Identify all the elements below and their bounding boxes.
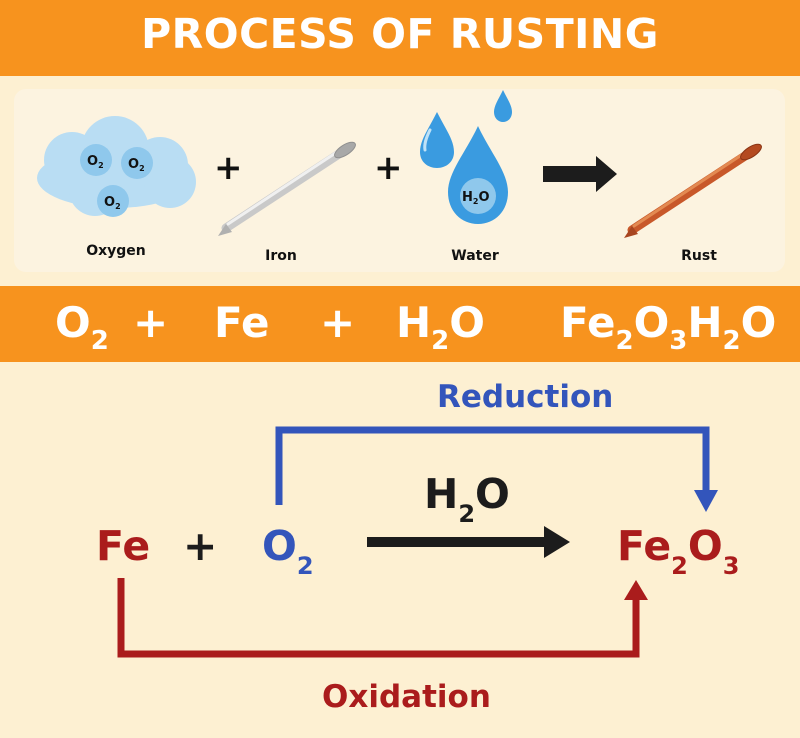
redox-o: O (262, 522, 297, 570)
cloud-o-2: O (128, 157, 139, 172)
equation-product: Fe2O3H2O (560, 298, 776, 356)
nail-icon (218, 141, 356, 236)
oxidation-label: Oxidation (322, 679, 491, 715)
oxidation-path (117, 578, 640, 658)
eq-p-h-sub: 2 (722, 326, 741, 356)
eq-o-sub: 2 (90, 326, 109, 356)
eq-p-o-sub: 3 (669, 326, 688, 356)
equation-iron: Fe (214, 298, 270, 347)
cloud-o-1-sub: 2 (98, 161, 104, 170)
eq-p-h: H (687, 298, 723, 347)
illustration-plus-1: + (214, 148, 243, 188)
cloud-o-1: O (87, 154, 98, 169)
redox-p-o: O (687, 522, 723, 570)
equation-plus-1: + (133, 298, 169, 347)
oxidation-arrowhead (624, 580, 648, 600)
page-title: PROCESS OF RUSTING (141, 10, 659, 58)
eq-p-fe: Fe (560, 298, 616, 347)
redox-reactant-oxygen: O2 (262, 522, 314, 580)
reduction-arrowhead (694, 490, 718, 512)
eq-p-h-o: O (740, 298, 777, 347)
arrow-right-icon (543, 156, 617, 192)
oxygen-molecule-2 (121, 147, 153, 179)
redox-p-fe: Fe (617, 522, 672, 570)
svg-text:H2O: H2O (462, 190, 490, 206)
redox-plus: + (183, 522, 218, 570)
eq-h-o: O (449, 298, 485, 347)
water-molecule (460, 178, 496, 214)
cloud-o-3-sub: 2 (115, 202, 121, 211)
oxygen-molecule-3 (97, 185, 129, 217)
drop-o: O (478, 190, 489, 205)
water-drop-icon (420, 90, 512, 224)
svg-text:O2: O2 (87, 154, 104, 170)
cloud-o-2-sub: 2 (139, 164, 145, 173)
redox-h-sub: 2 (458, 500, 476, 528)
equation-water: H2O (396, 298, 485, 356)
redox-h: H (424, 470, 459, 518)
eq-p-fe-sub: 2 (615, 326, 634, 356)
equation-plus-2: + (320, 298, 356, 347)
reaction-arrow-icon (367, 526, 570, 558)
eq-p-o: O (633, 298, 670, 347)
svg-text:O2: O2 (128, 157, 145, 173)
equation-bar (0, 286, 800, 362)
cloud-icon (37, 116, 196, 217)
label-water: Water (451, 248, 499, 264)
label-oxygen: Oxygen (86, 243, 146, 259)
drop-h-sub: 2 (473, 197, 479, 206)
label-rust: Rust (681, 248, 717, 264)
redox-h-o: O (475, 470, 510, 518)
label-iron: Iron (265, 248, 297, 264)
reduction-label: Reduction (437, 379, 614, 415)
oxygen-molecule-1 (80, 144, 112, 176)
redox-catalyst-water: H2O (424, 470, 510, 528)
redox-product-rust: Fe2O3 (617, 522, 739, 580)
rusty-nail-icon (624, 143, 762, 238)
equation-oxygen: O2 (55, 298, 109, 356)
redox-o-sub: 2 (296, 552, 314, 580)
cloud-o-3: O (104, 195, 115, 210)
svg-text:O2: O2 (104, 195, 121, 211)
eq-o: O (55, 298, 91, 347)
eq-h: H (396, 298, 432, 347)
title-bar (0, 0, 800, 76)
redox-p-fe-sub: 2 (671, 552, 688, 580)
redox-reactant-iron: Fe (96, 522, 151, 570)
reduction-path (275, 426, 710, 505)
drop-h: H (462, 190, 473, 205)
redox-p-o-sub: 3 (722, 552, 740, 580)
eq-h-sub: 2 (431, 326, 450, 356)
illustration-plus-2: + (374, 148, 403, 188)
